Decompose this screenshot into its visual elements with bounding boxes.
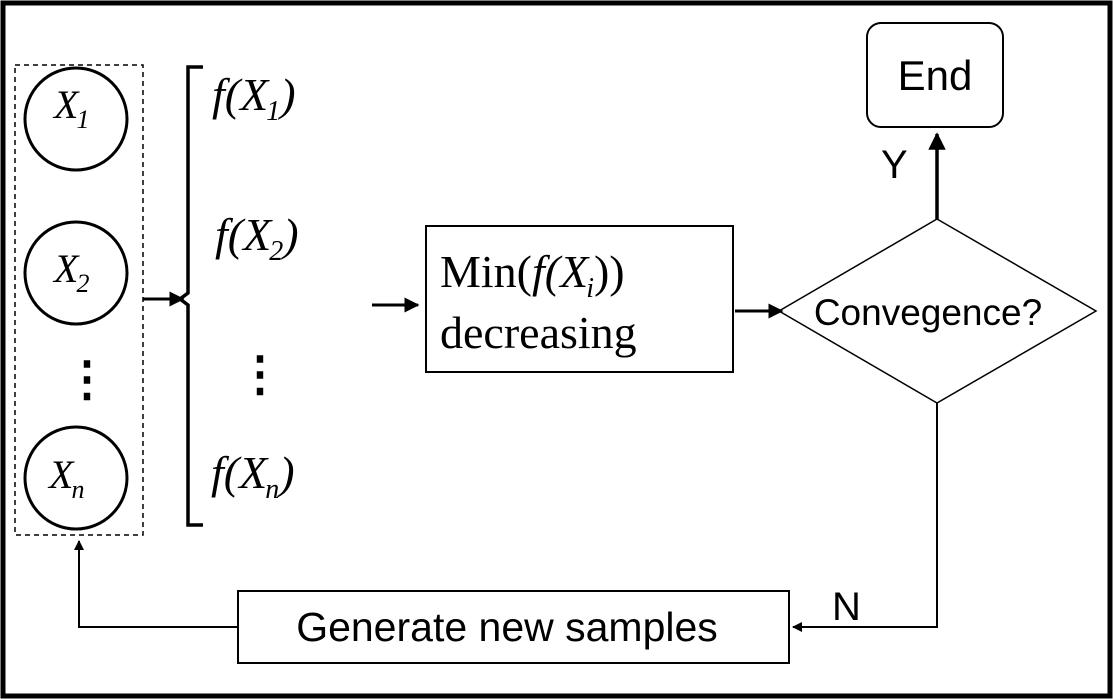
sample-label-x2: X2	[52, 246, 89, 298]
sample-label-xn: Xn	[47, 452, 84, 504]
no-label: N	[832, 585, 861, 629]
no-arrow	[792, 403, 938, 632]
end-label: End	[898, 52, 973, 99]
sample-label-x1: X1	[52, 82, 89, 134]
min-box	[425, 225, 734, 373]
min-box-line1: Min(f(Xi))	[440, 246, 625, 304]
feedback-arrow	[74, 540, 238, 628]
sample-ellipsis: ⋮	[63, 353, 111, 406]
sample-node-x2	[23, 220, 129, 326]
sample-node-x1	[23, 66, 129, 172]
yes-label: Y	[881, 143, 908, 187]
end-box	[866, 22, 1004, 128]
function-label-fn: f(Xn)	[211, 447, 295, 505]
sample-node-xn	[23, 425, 129, 531]
decision-label: Convegence?	[814, 292, 1042, 333]
generate-label: Generate new samples	[296, 604, 718, 650]
function-label-f2: f(X2)	[215, 209, 299, 267]
function-label-f1: f(X1)	[212, 69, 296, 127]
min-box-line2: decreasing	[440, 307, 637, 358]
function-bracket	[177, 65, 203, 527]
function-ellipsis: ⋮	[236, 348, 284, 401]
